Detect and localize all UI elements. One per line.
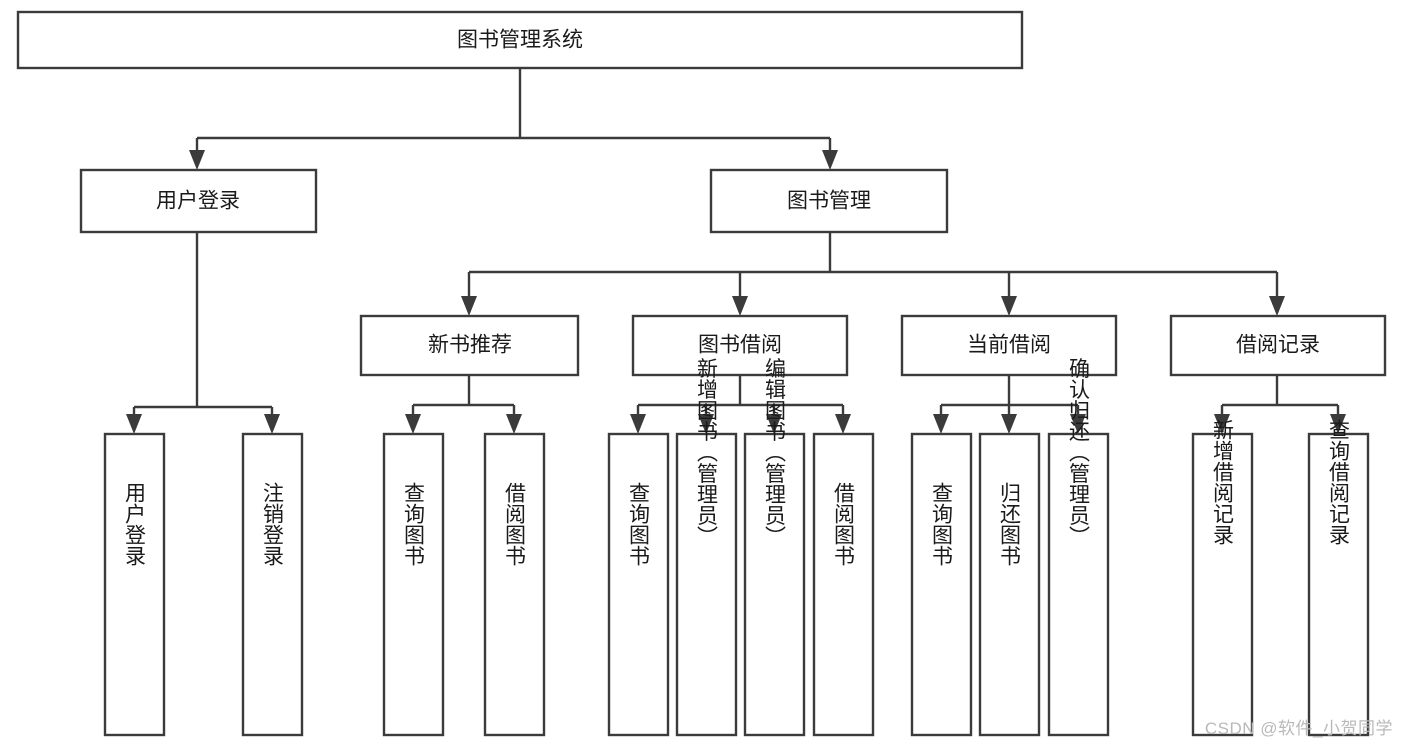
node-new-book-rec[interactable]: 新书推荐 (359, 314, 580, 377)
node-leaf-13[interactable]: 查询借阅记录 (1307, 419, 1370, 737)
arrowhead-leaf-8 (835, 414, 851, 434)
node-leaf-9-box[interactable] (910, 432, 973, 737)
arrowhead-leaf-10 (1001, 414, 1017, 434)
node-leaf-5[interactable]: 查询图书 (607, 432, 670, 737)
arrowhead-book-manage (822, 150, 838, 170)
node-leaf-8[interactable]: 借阅图书 (812, 432, 875, 737)
node-book-borrow-box[interactable] (631, 314, 849, 377)
node-leaf-1[interactable]: 用户登录 (103, 432, 166, 737)
node-leaf-5-label: 查询图书 (627, 482, 651, 566)
node-current-borrow-box[interactable] (900, 314, 1118, 377)
arrowhead-leaf-3 (405, 414, 421, 434)
node-book-manage[interactable]: 图书管理 (709, 168, 949, 234)
node-user-login-label: 用户登录 (156, 190, 240, 213)
node-leaf-8-box[interactable] (812, 432, 875, 737)
node-leaf-10[interactable]: 归还图书 (978, 432, 1041, 737)
node-leaf-12-box[interactable] (1191, 432, 1254, 737)
node-book-manage-label: 图书管理 (787, 190, 871, 213)
node-leaf-7-box[interactable] (743, 432, 806, 737)
node-leaf-6[interactable]: 新增图书（管理员） (675, 358, 738, 737)
node-leaf-13-box[interactable] (1307, 432, 1370, 737)
node-leaf-11[interactable]: 确认归还（管理员） (1047, 358, 1110, 737)
node-borrow-record-label: 借阅记录 (1236, 334, 1320, 357)
arrowhead-leaf-5 (630, 414, 646, 434)
node-leaf-3-box[interactable] (382, 432, 445, 737)
node-current-borrow[interactable]: 当前借阅 (900, 314, 1118, 377)
node-leaf-10-box[interactable] (978, 432, 1041, 737)
node-book-manage-box[interactable] (709, 168, 949, 234)
node-user-login[interactable]: 用户登录 (79, 168, 318, 234)
arrowhead-leaf-9 (933, 414, 949, 434)
node-root-label: 图书管理系统 (457, 29, 583, 52)
node-leaf-9-label: 查询图书 (930, 482, 954, 566)
node-book-borrow-label: 图书借阅 (698, 334, 782, 357)
node-leaf-5-box[interactable] (607, 432, 670, 737)
node-leaf-9[interactable]: 查询图书 (910, 432, 973, 737)
node-leaf-6-box[interactable] (675, 432, 738, 737)
node-borrow-record[interactable]: 借阅记录 (1169, 314, 1387, 377)
arrowhead-book-borrow (732, 296, 748, 316)
node-leaf-6-label: 新增图书（管理员） (695, 358, 719, 547)
arrowhead-leaf-4 (506, 414, 522, 434)
node-leaf-12[interactable]: 新增借阅记录 (1191, 419, 1254, 737)
node-root-box[interactable] (16, 10, 1024, 70)
node-new-book-rec-label: 新书推荐 (428, 334, 512, 357)
node-book-borrow[interactable]: 图书借阅 (631, 314, 849, 377)
arrowhead-new-book-rec (461, 296, 477, 316)
node-leaf-3-label: 查询图书 (402, 482, 426, 566)
node-user-login-box[interactable] (79, 168, 318, 234)
node-borrow-record-box[interactable] (1169, 314, 1387, 377)
node-leaf-10-label: 归还图书 (998, 482, 1022, 566)
arrowhead-borrow-record (1269, 296, 1285, 316)
connector-layer (126, 68, 1346, 434)
node-new-book-rec-box[interactable] (359, 314, 580, 377)
node-leaf-13-label: 查询借阅记录 (1327, 419, 1351, 545)
node-leaf-4-label: 借阅图书 (503, 482, 527, 566)
arrowhead-current-borrow (1001, 296, 1017, 316)
arrowhead-leaf-12 (1214, 414, 1230, 434)
node-leaf-1-label: 用户登录 (123, 482, 147, 566)
node-leaf-12-label: 新增借阅记录 (1211, 419, 1235, 545)
node-current-borrow-label: 当前借阅 (967, 334, 1051, 357)
arrowhead-leaf-2 (264, 414, 280, 434)
node-leaf-7-label: 编辑图书（管理员） (763, 358, 787, 547)
arrowhead-leaf-6 (698, 414, 714, 434)
node-root[interactable]: 图书管理系统 (16, 10, 1024, 70)
node-leaf-4-box[interactable] (483, 432, 546, 737)
arrowhead-leaf-13 (1330, 414, 1346, 434)
node-leaf-8-label: 借阅图书 (832, 482, 856, 566)
arrowhead-leaf-11 (1070, 414, 1086, 434)
node-leaf-2[interactable]: 注销登录 (241, 432, 304, 737)
arrowhead-leaf-7 (766, 414, 782, 434)
node-leaf-11-label: 确认归还（管理员） (1067, 358, 1091, 547)
node-leaf-11-box[interactable] (1047, 432, 1110, 737)
node-leaf-7[interactable]: 编辑图书（管理员） (743, 358, 806, 737)
node-leaf-3[interactable]: 查询图书 (382, 432, 445, 737)
arrowhead-user-login (189, 150, 205, 170)
node-leaf-2-box[interactable] (241, 432, 304, 737)
arrowhead-leaf-1 (126, 414, 142, 434)
node-leaf-1-box[interactable] (103, 432, 166, 737)
node-leaf-2-label: 注销登录 (261, 482, 285, 566)
node-leaf-4[interactable]: 借阅图书 (483, 432, 546, 737)
